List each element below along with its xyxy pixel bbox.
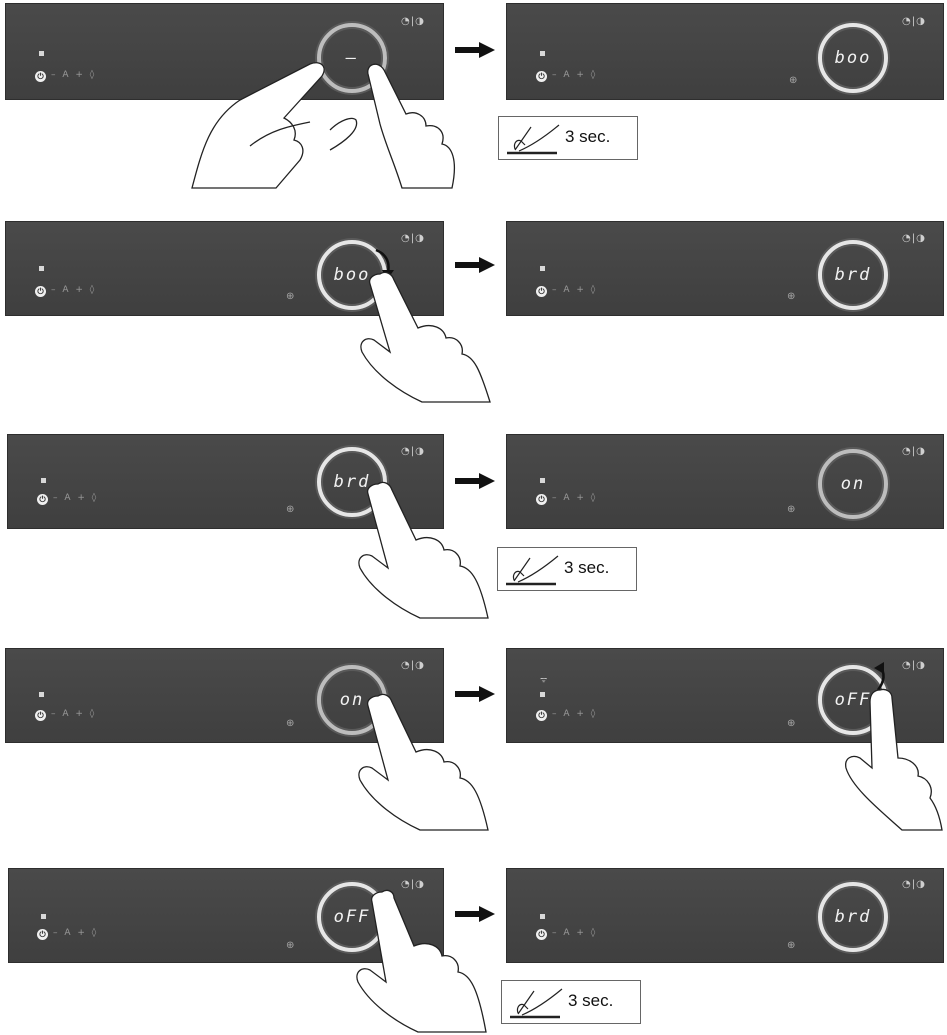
controls-labels: – A + ◊ — [552, 285, 597, 295]
hold-time-box: 3 sec. — [498, 116, 638, 160]
plus-icon: ⊕ — [787, 940, 795, 951]
indicator-led — [540, 692, 545, 697]
power-icon: ⏻ — [536, 710, 547, 721]
indicator-led — [540, 266, 545, 271]
dial-display: boo — [835, 48, 872, 68]
wifi-icon: ᯤ — [540, 674, 547, 685]
top-right-icons: ◔|◑ — [902, 879, 926, 890]
controls-labels: – A + ◊ — [53, 493, 98, 503]
plus-icon: ⊕ — [286, 291, 294, 302]
finger-press-illustration — [334, 884, 494, 1034]
power-icon: ⏻ — [37, 929, 48, 940]
top-right-icons: ◔|◑ — [401, 660, 425, 671]
two-hands-press-illustration — [180, 50, 500, 190]
plus-icon: ⊕ — [286, 504, 294, 515]
indicator-led — [41, 478, 46, 483]
control-dial: brd — [818, 240, 888, 310]
dial-display: brd — [835, 907, 872, 927]
power-icon: ⏻ — [37, 494, 48, 505]
controls-labels: – A + ◊ — [51, 285, 96, 295]
finger-press-icon — [504, 552, 560, 588]
controls-labels: – A + ◊ — [53, 928, 98, 938]
panel-step2-after: ⏻ – A + ◊ ◔|◑ ⊕ brd — [506, 221, 944, 316]
control-dial: on — [818, 449, 888, 519]
indicator-led — [39, 692, 44, 697]
controls-labels: – A + ◊ — [552, 493, 597, 503]
panel-step3-after: ⏻ – A + ◊ ◔|◑ ⊕ on — [506, 434, 944, 529]
plus-icon: ⊕ — [286, 718, 294, 729]
top-right-icons: ◔|◑ — [401, 446, 425, 457]
top-right-icons: ◔|◑ — [902, 446, 926, 457]
plus-icon: ⊕ — [286, 940, 294, 951]
controls-labels: – A + ◊ — [51, 709, 96, 719]
indicator-led — [540, 914, 545, 919]
hold-duration-label: 3 sec. — [568, 991, 613, 1011]
panel-step5-after: ⏻ – A + ◊ ◔|◑ ⊕ brd — [506, 868, 944, 963]
finger-press-illustration — [338, 680, 498, 832]
finger-press-icon — [505, 121, 561, 157]
indicator-led — [540, 51, 545, 56]
power-icon: ⏻ — [536, 929, 547, 940]
control-dial: boo — [818, 23, 888, 93]
top-right-icons: ◔|◑ — [401, 16, 425, 27]
dial-display: brd — [835, 265, 872, 285]
finger-rotate-illustration — [822, 662, 947, 832]
finger-press-icon — [508, 985, 564, 1021]
plus-icon: ⊕ — [787, 504, 795, 515]
plus-icon: ⊕ — [787, 718, 795, 729]
indicator-led — [39, 51, 44, 56]
top-right-icons: ◔|◑ — [902, 16, 926, 27]
indicator-led — [41, 914, 46, 919]
finger-rotate-illustration — [340, 244, 500, 404]
power-icon: ⏻ — [35, 71, 46, 82]
hold-time-box: 3 sec. — [501, 980, 641, 1024]
power-icon: ⏻ — [35, 710, 46, 721]
control-dial: brd — [818, 882, 888, 952]
top-right-icons: ◔|◑ — [401, 233, 425, 244]
indicator-led — [540, 478, 545, 483]
controls-labels: – A + ◊ — [51, 70, 96, 80]
panel-step1-after: ⏻ – A + ◊ ◔|◑ ⊕ boo — [506, 3, 944, 100]
controls-labels: – A + ◊ — [552, 928, 597, 938]
power-icon: ⏻ — [35, 286, 46, 297]
top-right-icons: ◔|◑ — [902, 233, 926, 244]
hold-duration-label: 3 sec. — [564, 558, 609, 578]
plus-icon: ⊕ — [789, 75, 797, 86]
finger-press-illustration — [334, 470, 494, 620]
plus-icon: ⊕ — [787, 291, 795, 302]
controls-labels: – A + ◊ — [552, 70, 597, 80]
hold-time-box: 3 sec. — [497, 547, 637, 591]
power-icon: ⏻ — [536, 494, 547, 505]
dial-display: on — [841, 474, 865, 494]
hold-duration-label: 3 sec. — [565, 127, 610, 147]
indicator-led — [39, 266, 44, 271]
power-icon: ⏻ — [536, 71, 547, 82]
power-icon: ⏻ — [536, 286, 547, 297]
controls-labels: – A + ◊ — [552, 709, 597, 719]
